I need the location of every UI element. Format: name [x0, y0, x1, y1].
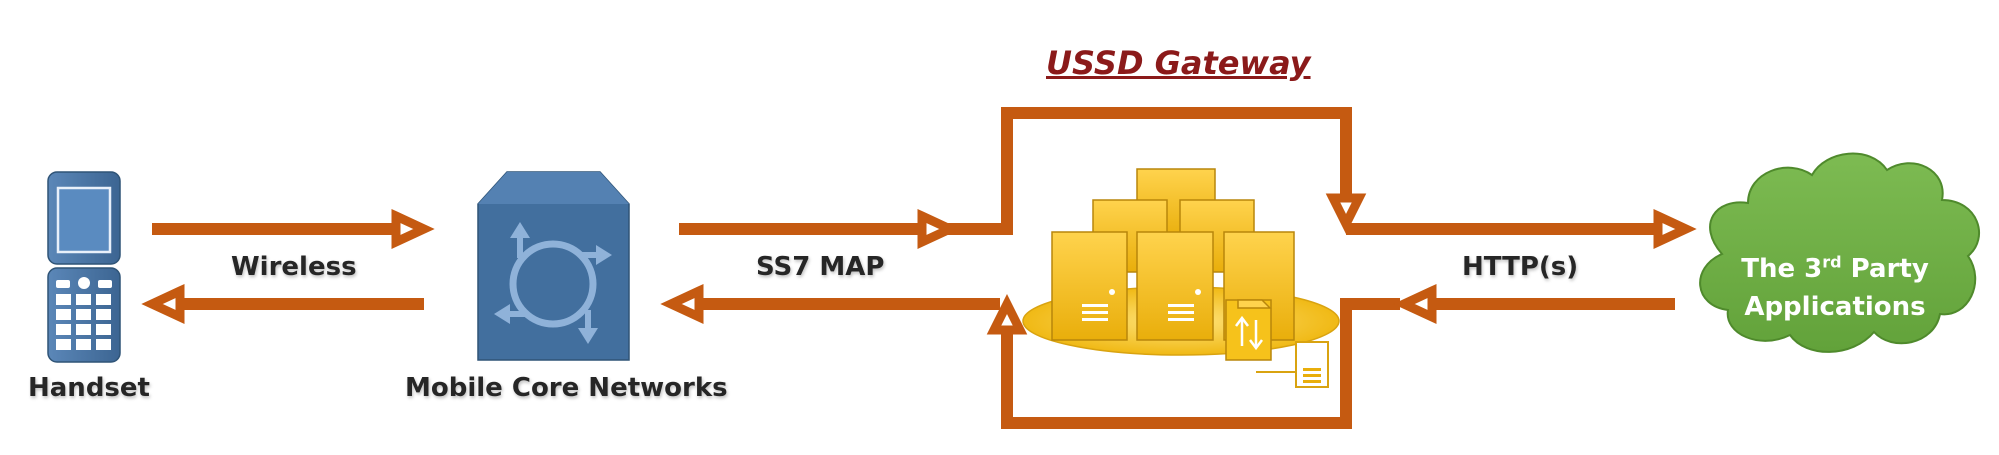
- arrowhead-wireless-left: [141, 283, 185, 325]
- http-link-label: HTTP(s): [1462, 252, 1579, 282]
- cloud-icon: [1699, 152, 1980, 353]
- arrowhead-ss7-left: [660, 283, 704, 325]
- arrowhead-gateway-up: [986, 293, 1028, 335]
- arrowhead-http-right: [1653, 208, 1697, 250]
- cloud-label-line1: The 3rd Party: [1741, 252, 1929, 284]
- core-network-icon: [477, 171, 630, 361]
- arrowhead-http-left: [1393, 283, 1437, 325]
- cloud-label: The 3rd Party Applications: [1690, 250, 1980, 326]
- connection-arrows: [152, 107, 1675, 429]
- handset-icon: [47, 171, 121, 363]
- gateway-server-cluster-icon: [1022, 168, 1340, 388]
- cloud-label-line2: Applications: [1744, 292, 1926, 322]
- gateway-title: USSD Gateway: [1046, 44, 1311, 82]
- core-network-label: Mobile Core Networks: [405, 373, 728, 403]
- arrowhead-gateway-down: [1325, 193, 1367, 235]
- arrowheads: [141, 193, 1697, 335]
- wireless-link-label: Wireless: [231, 252, 357, 282]
- handset-label: Handset: [28, 373, 150, 403]
- arrowhead-ss7-right: [917, 208, 961, 250]
- arrowhead-wireless-right: [391, 208, 435, 250]
- ss7-link-label: SS7 MAP: [756, 252, 885, 282]
